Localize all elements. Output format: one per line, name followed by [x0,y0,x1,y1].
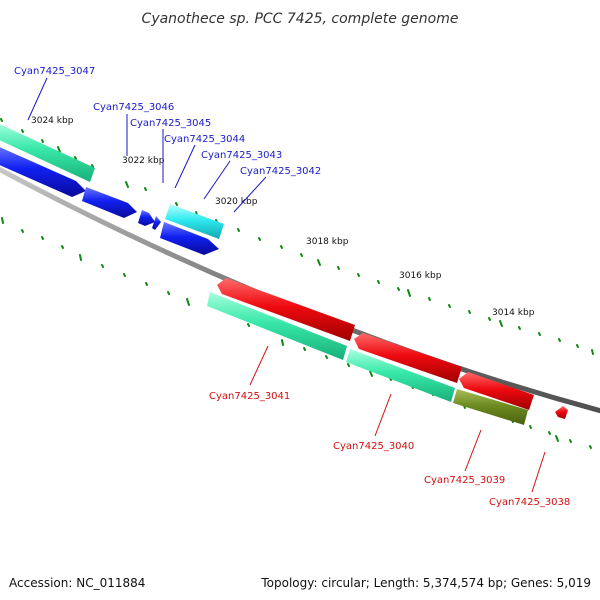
forward-ring-feature [0,124,95,182]
gene-label-3044[interactable]: Cyan7425_3044 [164,134,245,145]
cds-arrow-reverse [217,278,355,341]
tick-label-3014: 3014 kbp [492,308,535,318]
cds-arrow-forward [0,147,86,197]
gene-label-3040[interactable]: Cyan7425_3040 [333,441,414,452]
tick-label-3016: 3016 kbp [399,271,442,281]
outer-tick-ring [0,118,594,355]
tick-label-3022: 3022 kbp [122,156,165,166]
cds-arrow-reverse [354,333,462,383]
gene-label-3038[interactable]: Cyan7425_3038 [489,497,570,508]
cds-arrow-forward [138,210,155,226]
cds-arrow-forward [152,216,161,230]
topology-label: Topology: circular; Length: 5,374,574 bp… [261,576,591,590]
gene-label-3047[interactable]: Cyan7425_3047 [14,66,95,77]
olive-feature [453,389,528,425]
gene-label-3043[interactable]: Cyan7425_3043 [201,150,282,161]
cyan-feature [165,204,224,239]
gene-label-3045[interactable]: Cyan7425_3045 [130,118,211,129]
map-title: Cyanothece sp. PCC 7425, complete genome [142,11,459,27]
reverse-gene-leaders [249,345,546,493]
tick-label-3018: 3018 kbp [306,237,349,247]
gene-label-3039[interactable]: Cyan7425_3039 [424,475,505,486]
reverse-ring-feature [346,349,455,402]
gene-label-3042[interactable]: Cyan7425_3042 [240,166,321,177]
forward-gene-leaders [27,77,267,213]
cds-arrow-forward [82,187,137,218]
reverse-ring-feature [207,292,347,360]
accession-label: Accession: NC_011884 [9,576,146,590]
tick-label-3020: 3020 kbp [215,197,258,207]
cds-arrow-forward [160,222,219,255]
cds-arrow-reverse [459,372,534,410]
gene-label-3046[interactable]: Cyan7425_3046 [93,102,174,113]
tick-label-3024: 3024 kbp [31,116,74,126]
cds-arrow-reverse [555,406,568,419]
gene-label-3041[interactable]: Cyan7425_3041 [209,391,290,402]
